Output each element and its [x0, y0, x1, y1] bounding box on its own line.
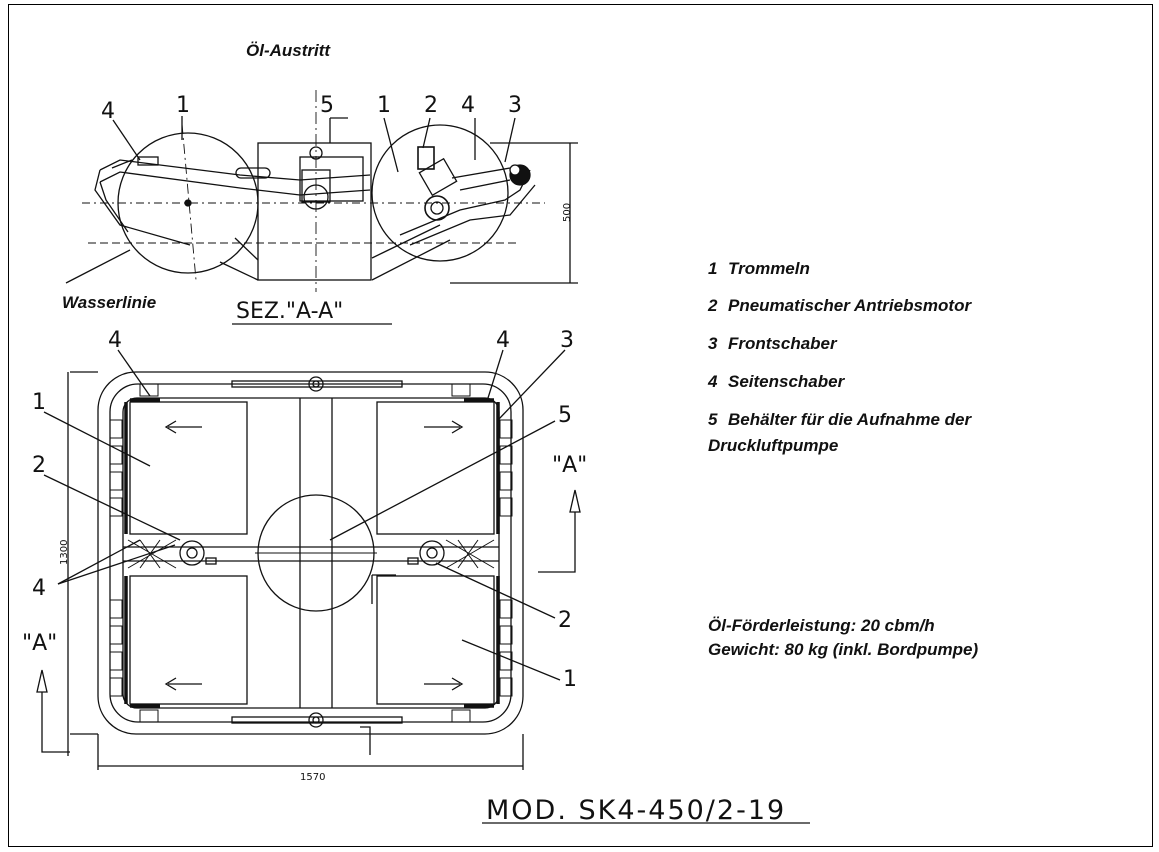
- legend-text: Trommeln: [728, 259, 810, 278]
- side-callout-1a: 1: [176, 93, 190, 118]
- plan-callout-4a: 4: [108, 328, 122, 353]
- spec-capacity: Öl-Förderleistung: 20 cbm/h: [708, 616, 935, 635]
- side-callout-5: 5: [320, 93, 334, 118]
- plan-callout-2b: 2: [558, 608, 572, 633]
- side-callout-4a: 4: [101, 99, 115, 124]
- legend-item-4: 4 Seitenschaber: [708, 372, 844, 392]
- legend-num: 3: [708, 334, 718, 353]
- section-marker-right: "A": [552, 453, 587, 478]
- side-callout-1b: 1: [377, 93, 391, 118]
- legend-text: Seitenschaber: [728, 372, 845, 391]
- plan-callout-1a: 1: [32, 390, 46, 415]
- plan-callout-2a: 2: [32, 453, 46, 478]
- legend-num: 2: [708, 296, 718, 315]
- legend-num: 1: [708, 259, 718, 278]
- plan-drum-bottom-left: [129, 575, 248, 705]
- side-drum-right: [371, 124, 509, 262]
- legend-item-5: 5 Behälter für die Aufnahme der: [708, 410, 971, 430]
- dim-500: 500: [562, 203, 573, 222]
- plan-callout-3: 3: [560, 328, 574, 353]
- legend-item-5-cont: Druckluftpumpe: [708, 436, 839, 455]
- spec-weight: Gewicht: 80 kg (inkl. Bordpumpe): [708, 640, 979, 659]
- plan-outer-frame: [97, 371, 524, 735]
- legend-text: Frontschaber: [728, 334, 837, 353]
- legend-item-2: 2 Pneumatischer Antriebsmotor: [708, 296, 971, 316]
- plan-drum-bottom-right: [376, 575, 495, 705]
- side-callout-2: 2: [424, 93, 438, 118]
- legend-text: Behälter für die Aufnahme der: [728, 410, 972, 429]
- section-marker-left: "A": [22, 631, 57, 656]
- legend-num: 5: [708, 410, 718, 429]
- side-callout-3: 3: [508, 93, 522, 118]
- dim-1300: 1300: [59, 540, 70, 565]
- plan-callout-4c: 4: [496, 328, 510, 353]
- side-callout-4b: 4: [461, 93, 475, 118]
- plan-callout-4b: 4: [32, 576, 46, 601]
- legend-text: Pneumatischer Antriebsmotor: [728, 296, 972, 315]
- plan-callout-5: 5: [558, 403, 572, 428]
- oil-outlet-label: Öl-Austritt: [246, 41, 331, 60]
- model-designation: MOD. SK4-450/2-19: [486, 795, 786, 826]
- plan-drum-top-left: [129, 401, 248, 535]
- drawing-frame: [8, 4, 1153, 847]
- legend-item-3: 3 Frontschaber: [708, 334, 837, 354]
- waterline-label: Wasserlinie: [62, 293, 156, 312]
- plan-callout-1b: 1: [563, 667, 577, 692]
- side-section-view: [65, 90, 578, 325]
- dim-1570: 1570: [300, 772, 325, 783]
- side-container: [257, 142, 372, 281]
- section-title: SEZ."A-A": [236, 299, 343, 324]
- legend-num: 4: [708, 372, 718, 391]
- legend-item-1: 1 Trommeln: [708, 259, 810, 279]
- plan-drum-top-right: [376, 401, 495, 535]
- plan-view: [36, 349, 810, 824]
